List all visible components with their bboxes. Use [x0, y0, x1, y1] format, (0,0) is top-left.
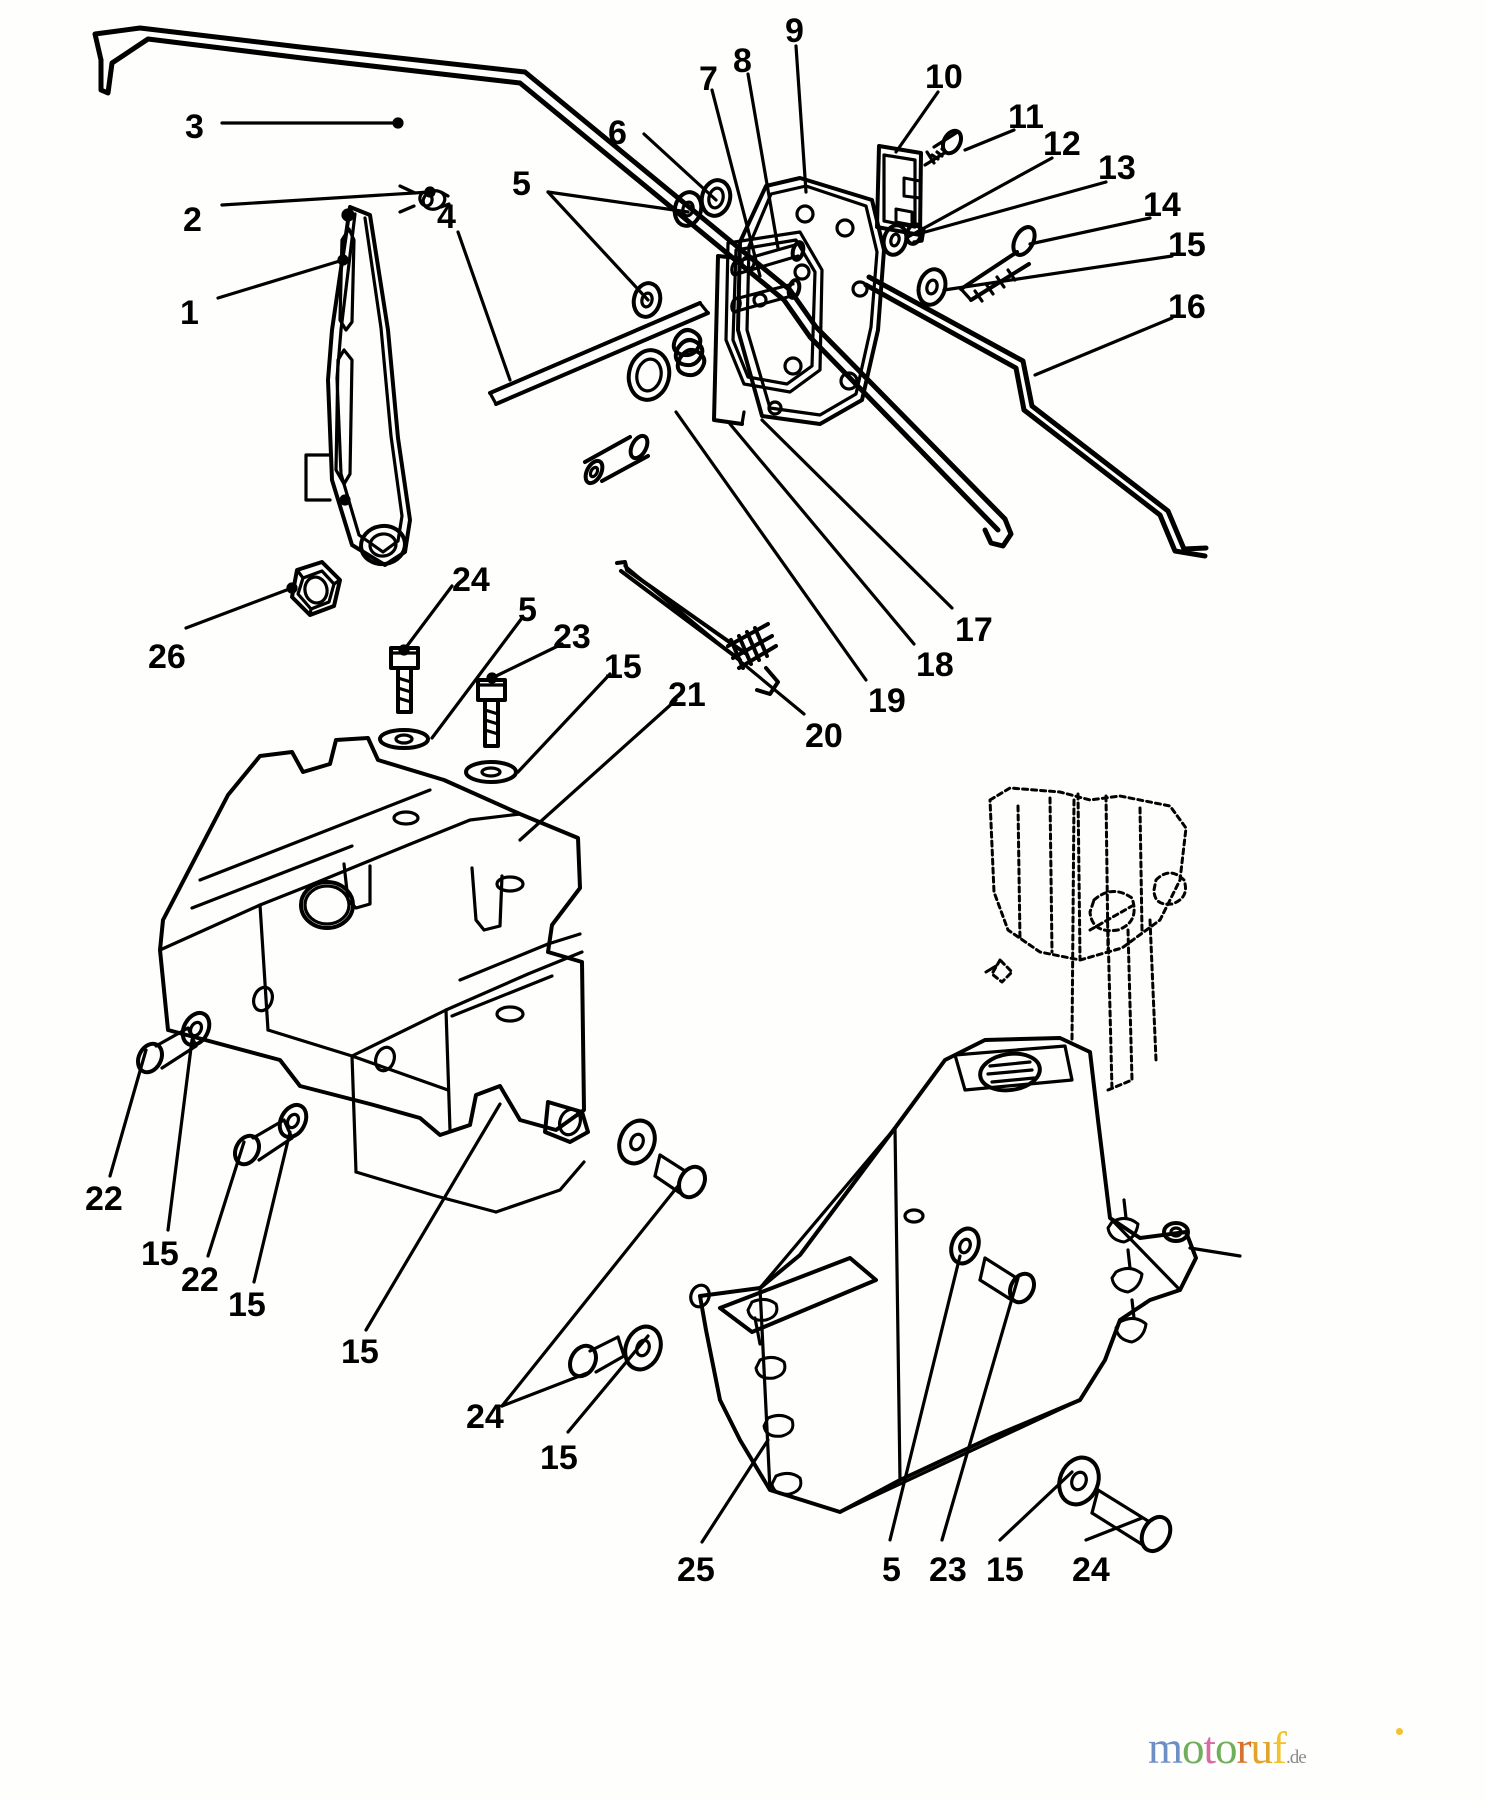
part-bolt-24-d: [1090, 1488, 1173, 1554]
part-bolt-23-a: [476, 678, 507, 748]
callout-25: 25: [677, 1551, 715, 1589]
part-washer-5-a: [631, 281, 663, 319]
callout-24-b: 24: [466, 1398, 504, 1436]
callout-9: 9: [785, 12, 804, 50]
callout-24-a: 24: [452, 561, 490, 599]
callout-4: 4: [437, 198, 456, 236]
watermark-letter-o1: o: [1182, 1723, 1204, 1773]
callout-5-c: 5: [882, 1551, 901, 1589]
watermark-letter-t: t: [1203, 1723, 1216, 1773]
watermark-letter-o2: o: [1215, 1723, 1237, 1773]
part-washer-12: [881, 223, 909, 257]
callout-26: 26: [148, 638, 186, 676]
callout-1: 1: [180, 294, 199, 332]
watermark-motoruf: motoruf.de: [1148, 1723, 1403, 1773]
part-tab-bracket-10: [875, 144, 923, 237]
callout-20: 20: [805, 717, 843, 755]
callout-22-b: 22: [181, 1261, 219, 1299]
callout-24-c: 24: [1072, 1551, 1110, 1589]
part-shield-25: [689, 1036, 1198, 1514]
part-bolt-23-b: [978, 1256, 1036, 1305]
part-fastener-13: [904, 222, 926, 246]
part-bolt-11: [923, 128, 964, 167]
callout-19: 19: [868, 682, 906, 720]
part-washer-5-b: [672, 190, 704, 228]
callout-10: 10: [925, 58, 963, 96]
callout-23-a: 23: [553, 618, 591, 656]
part-washer-15-d: [617, 1118, 657, 1166]
inset-assembly-ghost: [988, 786, 1188, 1092]
callout-15-b: 15: [604, 648, 642, 686]
part-bolt-24-b: [653, 1153, 707, 1200]
part-washer-5-c: [378, 728, 430, 750]
part-washer-15-e: [623, 1324, 663, 1372]
callout-13: 13: [1098, 149, 1136, 187]
callout-11: 11: [1008, 98, 1044, 136]
part-hex-nut-26: [290, 560, 342, 617]
callout-15-d: 15: [228, 1286, 266, 1324]
callout-7: 7: [699, 60, 718, 98]
part-pin-7: [730, 240, 806, 314]
part-rod-3: [92, 25, 1014, 549]
watermark-suffix: .de: [1286, 1747, 1307, 1768]
part-bolt-24-a: [389, 646, 420, 714]
watermark-letter-u: u: [1250, 1723, 1273, 1773]
part-bolt-14: [959, 225, 1037, 303]
callout-15-g: 15: [986, 1551, 1024, 1589]
callout-5-a: 5: [512, 165, 531, 203]
inset-assembly-ghost-solid: [984, 964, 998, 974]
callout-17: 17: [955, 611, 993, 649]
callout-23-b: 23: [929, 1551, 967, 1589]
callout-21: 21: [668, 676, 706, 714]
part-washer-15-c: [277, 1102, 309, 1140]
part-bushing-6: [699, 178, 733, 218]
callout-5-b: 5: [518, 591, 537, 629]
leader-lines: [108, 44, 1242, 1544]
callout-14: 14: [1143, 186, 1181, 224]
callout-12: 12: [1043, 125, 1081, 163]
part-sleeve-18: [583, 433, 650, 486]
part-lever-arm-1: [304, 205, 412, 567]
callout-15-f: 15: [540, 1439, 578, 1477]
callout-22-a: 22: [85, 1180, 123, 1218]
watermark-letter-r: r: [1236, 1723, 1252, 1773]
part-bolt-24-c: [568, 1335, 626, 1379]
part-spring-19: [626, 328, 707, 402]
watermark-letter-m: m: [1148, 1723, 1183, 1773]
part-washer-15-f: [949, 1226, 981, 1266]
callout-3: 3: [185, 108, 204, 146]
part-cover-21: [158, 736, 590, 1214]
callout-18: 18: [916, 646, 954, 684]
part-washer-15-a: [464, 760, 518, 784]
callout-16: 16: [1168, 288, 1206, 326]
watermark-dot-icon: [1396, 1728, 1403, 1735]
part-shaft-4: [488, 301, 710, 406]
callout-6: 6: [608, 114, 627, 152]
part-rod-16: [863, 274, 1209, 559]
callout-2: 2: [183, 201, 202, 239]
callout-15-a: 15: [1168, 226, 1206, 264]
callout-15-c: 15: [141, 1235, 179, 1273]
part-washer-15-top: [916, 267, 948, 307]
part-washer-15-b: [180, 1010, 212, 1048]
callout-8: 8: [733, 42, 752, 80]
part-bracket-plate-9: [712, 176, 886, 426]
watermark-letter-f: f: [1272, 1723, 1287, 1773]
callout-15-e: 15: [341, 1333, 379, 1371]
part-washer-15-g: [1057, 1455, 1101, 1507]
